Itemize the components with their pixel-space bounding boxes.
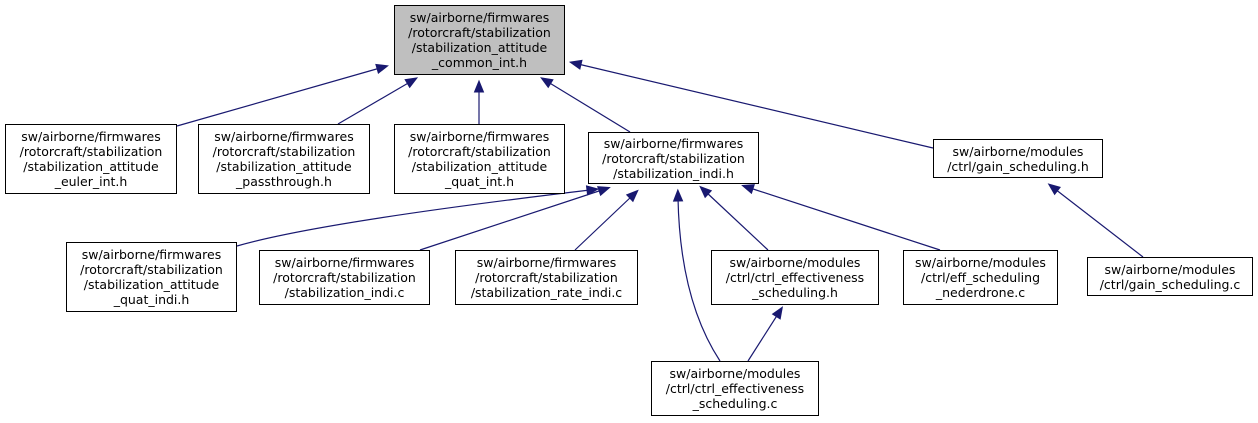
node-label-line: _common_int.h <box>431 55 528 70</box>
node-label-line: /stabilization_attitude <box>411 159 548 174</box>
node-label-line: _nederdrone.c <box>935 285 1026 300</box>
node-label-line: sw/airborne/firmwares <box>21 129 161 144</box>
node-label-line: _euler_int.h <box>54 174 128 189</box>
arrowhead-icon <box>597 186 611 197</box>
edge-passthrough_h-to-common_int_h <box>337 81 411 125</box>
node-label-line: /ctrl/eff_scheduling <box>920 270 1041 285</box>
node-eff-scheduling-nederdrone-c[interactable]: sw/airborne/modules /ctrl/eff_scheduling… <box>903 250 1058 305</box>
node-label-line: /rotorcraft/stabilization <box>408 144 551 159</box>
arrowhead-icon <box>672 188 684 202</box>
node-label-line: /stabilization_indi.h <box>613 165 734 181</box>
node-label-line: /ctrl/ctrl_effectiveness <box>725 270 865 285</box>
node-label-line: /stabilization_attitude <box>216 159 352 174</box>
node-label-line: sw/airborne/firmwares <box>409 10 550 25</box>
node-label-line: sw/airborne/modules <box>915 255 1046 270</box>
node-label-line: /ctrl/gain_scheduling.c <box>1099 276 1241 292</box>
edge-rate_indi_c-to-indi_h <box>574 195 633 251</box>
node-label-line: /rotorcraft/stabilization <box>80 262 223 277</box>
arrowhead-icon <box>375 63 389 75</box>
arrowhead-icon <box>741 184 755 195</box>
node-label-line: /rotorcraft/stabilization <box>273 270 416 285</box>
node-label-line: /rotorcraft/stabilization <box>475 270 618 285</box>
edge-gain_scheduling_h-to-common_int_h <box>577 63 934 149</box>
arrowhead-icon <box>1047 183 1061 196</box>
node-label-line: /rotorcraft/stabilization <box>602 150 745 166</box>
node-stabilization-attitude-quat-int-h[interactable]: sw/airborne/firmwares /rotorcraft/stabil… <box>394 124 565 194</box>
node-label-line: /stabilization_attitude <box>411 40 548 55</box>
node-label-line: sw/airborne/firmwares <box>476 255 617 270</box>
edge-eff_sched_nederdrone_c-to-indi_h <box>749 187 941 251</box>
node-label-line: /stabilization_attitude <box>83 277 220 292</box>
node-stabilization-attitude-quat-indi-h[interactable]: sw/airborne/firmwares /rotorcraft/stabil… <box>66 242 237 312</box>
edge-indi_h-to-common_int_h <box>547 81 631 133</box>
arrowhead-icon <box>568 59 583 70</box>
node-label-line: /rotorcraft/stabilization <box>408 25 551 40</box>
node-label-line: /ctrl/gain_scheduling.h <box>947 158 1089 174</box>
node-stabilization-attitude-passthrough-h[interactable]: sw/airborne/firmwares /rotorcraft/stabil… <box>198 124 370 194</box>
arrowhead-icon <box>771 306 784 320</box>
arrowhead-icon <box>699 185 713 199</box>
node-ctrl-effectiveness-scheduling-c[interactable]: sw/airborne/modules /ctrl/ctrl_effective… <box>651 361 819 416</box>
node-stabilization-indi-c[interactable]: sw/airborne/firmwares /rotorcraft/stabil… <box>259 250 430 305</box>
node-stabilization-attitude-euler-int-h[interactable]: sw/airborne/firmwares /rotorcraft/stabil… <box>5 124 177 194</box>
edge-ctrl_eff_sched_c-to-indi_h <box>677 197 721 362</box>
edge-ctrl_eff_sched_c-to-ctrl_eff_sched_h <box>747 313 779 362</box>
arrowhead-icon <box>540 77 554 89</box>
arrowhead-icon <box>625 189 639 203</box>
node-stabilization-attitude-common-int-h[interactable]: sw/airborne/firmwares /rotorcraft/stabil… <box>394 5 565 75</box>
arrowhead-icon <box>473 79 485 93</box>
node-label-line: sw/airborne/firmwares <box>214 129 354 144</box>
node-label-line: sw/airborne/modules <box>952 143 1084 159</box>
node-label-line: /stabilization_indi.c <box>284 285 405 300</box>
edge-gain_scheduling_c-to-gain_scheduling_h <box>1054 188 1144 258</box>
node-label-line: sw/airborne/firmwares <box>274 255 415 270</box>
node-label-line: sw/airborne/modules <box>669 366 801 381</box>
node-gain-scheduling-h[interactable]: sw/airborne/modules /ctrl/gain_schedulin… <box>933 139 1103 178</box>
edge-indi_c-to-indi_h <box>419 189 603 251</box>
node-label-line: /ctrl/ctrl_effectiveness <box>665 381 805 396</box>
node-label-line: _scheduling.c <box>692 396 778 411</box>
node-label-line: sw/airborne/firmwares <box>603 135 744 151</box>
node-label-line: _quat_int.h <box>444 174 515 189</box>
node-stabilization-rate-indi-c[interactable]: sw/airborne/firmwares /rotorcraft/stabil… <box>455 250 638 305</box>
edge-euler_int_h-to-common_int_h <box>176 67 381 127</box>
node-stabilization-indi-h[interactable]: sw/airborne/firmwares /rotorcraft/stabil… <box>588 132 759 184</box>
arrowhead-icon <box>585 185 600 196</box>
node-label-line: sw/airborne/firmwares <box>81 247 222 262</box>
node-gain-scheduling-c[interactable]: sw/airborne/modules /ctrl/gain_schedulin… <box>1087 257 1253 296</box>
node-ctrl-effectiveness-scheduling-h[interactable]: sw/airborne/modules /ctrl/ctrl_effective… <box>711 250 879 305</box>
node-label-line: /rotorcraft/stabilization <box>19 144 163 159</box>
node-label-line: sw/airborne/modules <box>729 255 861 270</box>
node-label-line: /stabilization_rate_indi.c <box>470 285 623 300</box>
edge-quat_indi_h-to-indi_h <box>236 189 591 247</box>
node-label-line: _quat_indi.h <box>113 292 190 307</box>
node-label-line: _scheduling.h <box>752 285 838 300</box>
node-label-line: _passthrough.h <box>236 174 332 189</box>
edge-ctrl_eff_sched_h-to-indi_h <box>705 191 769 251</box>
arrowhead-icon <box>404 77 419 89</box>
node-label-line: /rotorcraft/stabilization <box>212 144 356 159</box>
node-label-line: /stabilization_attitude <box>23 159 159 174</box>
node-label-line: sw/airborne/modules <box>1104 261 1236 277</box>
node-label-line: sw/airborne/firmwares <box>409 129 550 144</box>
